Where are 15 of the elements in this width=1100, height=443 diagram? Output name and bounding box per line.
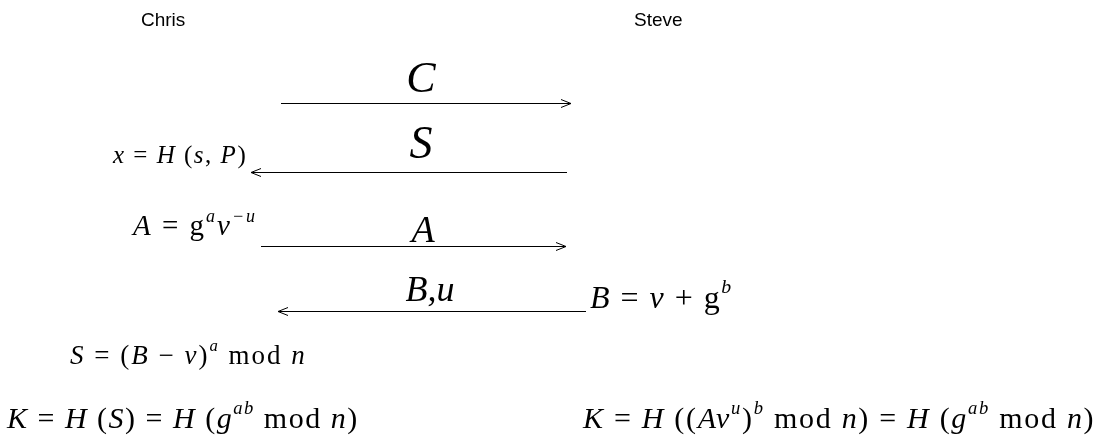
formula: x = H (s, P) [113,142,248,167]
formula: K = H (S) = H (g$^{ab}$ mod n) [7,403,359,433]
arrow [260,242,567,251]
formula: S = (B − v)$^{a}$ mod n [70,342,307,369]
formula: B = v + g$^{b}$ [590,281,733,313]
formula: A = g$^{a}$v$^{−u}$ [133,211,258,240]
message-label: A [411,210,435,248]
message-label: S [409,120,433,166]
participant-name: Chris [141,10,186,29]
participant-name: Steve [634,10,683,29]
message-label: C [406,56,436,100]
arrow [277,307,587,316]
message-label: B,u [405,271,455,307]
arrow [250,168,568,177]
formula: K = H ((Av$^{u}$)$^{b}$ mod n) = H (g$^{ab}$ mod n) [583,403,1096,433]
